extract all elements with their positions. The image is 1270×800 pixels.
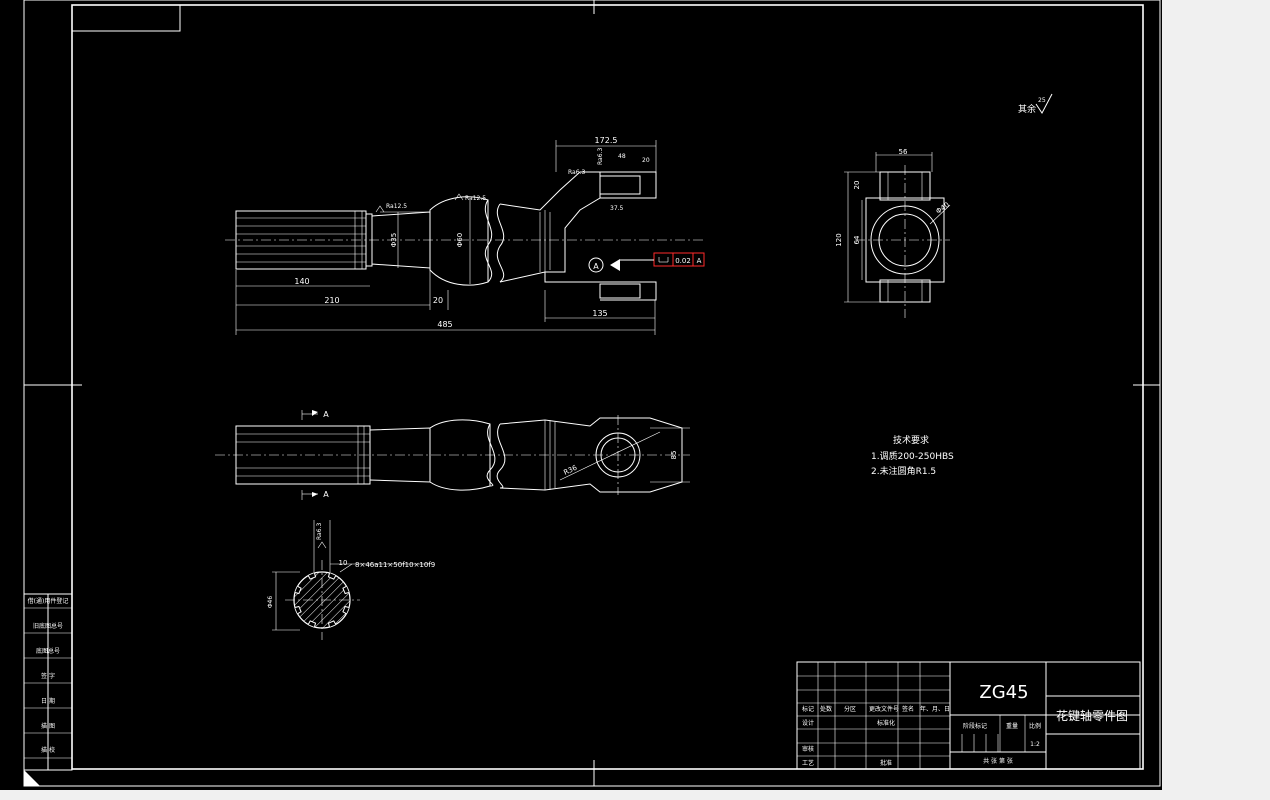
- spline-notch: [294, 605, 302, 615]
- roughness-1: Ra12.5: [386, 203, 407, 210]
- roughness-4: Ra6.3: [597, 148, 604, 165]
- dim-shoulder: 20: [433, 296, 443, 305]
- title-block: ZG45 花键轴零件图 标记 处数 分区 更改文件号 签名 年、月、日 设计 标…: [796, 661, 1141, 770]
- tb-change: 更改文件号: [869, 705, 899, 713]
- tb-date: 年、月、日: [920, 705, 950, 713]
- side-block-label-2: 底图总号: [36, 647, 60, 655]
- side-block-label-3: 签 字: [41, 672, 55, 680]
- tolerance-datum: A: [697, 257, 702, 265]
- code-box: [71, 4, 181, 32]
- spline-notch: [307, 572, 317, 580]
- material: ZG45: [979, 682, 1028, 703]
- dim-small-3: 37.5: [610, 205, 624, 212]
- dim-neck-dia: Φ60: [456, 233, 464, 247]
- tb-stage: 阶段标记: [963, 722, 987, 730]
- section-dim-dia: Φ46: [267, 596, 274, 609]
- section-dim-width: 10: [339, 559, 348, 567]
- roughness-note: 其余 25: [1018, 93, 1053, 115]
- tech-item-2: 2.未注圆角R1.5: [871, 465, 936, 477]
- section-label-top: A: [323, 410, 329, 419]
- section-view: Φ46 10 Ra6.3 8×46a11×50f10×10f9: [267, 520, 435, 640]
- tech-item-1: 1.调质200-250HBS: [871, 450, 954, 462]
- tb-weight: 重量: [1006, 722, 1018, 730]
- roughness-other: 其余: [1018, 103, 1036, 115]
- tb-scale: 1:2: [1030, 741, 1040, 748]
- roughness-other-value: 25: [1038, 97, 1046, 104]
- roughness-2: Ra12.5: [465, 195, 486, 202]
- tech-requirements: 技术要求 1.调质200-250HBS 2.未注圆角R1.5: [871, 434, 954, 477]
- side-block-label-1: 旧底图总号: [33, 622, 63, 630]
- side-view: 56 120 64 20 Φ40: [835, 148, 951, 318]
- centering-marks: [24, 0, 1160, 786]
- drawing-background: [0, 0, 1162, 790]
- side-dim-64: 64: [853, 235, 861, 244]
- spline-notch: [327, 620, 337, 628]
- front-dim-width: 85: [670, 451, 678, 460]
- tb-process: 工艺: [802, 759, 814, 767]
- side-dim-height: 120: [835, 233, 843, 246]
- main-view: A 0.02 A: [225, 136, 705, 335]
- dim-spline-length: 140: [294, 277, 309, 286]
- inner-border: [71, 4, 1144, 770]
- spline-notch: [294, 585, 302, 595]
- spline-notch: [327, 572, 337, 580]
- tb-review: 审核: [802, 745, 814, 753]
- section-roughness: Ra6.3: [316, 523, 323, 540]
- tb-count: 处数: [820, 705, 832, 713]
- tb-approve: 批准: [880, 759, 892, 767]
- tolerance-frame: 0.02 A: [620, 252, 705, 267]
- spline-notch: [342, 585, 350, 595]
- spline-notch: [342, 605, 350, 615]
- tb-zone: 分区: [844, 705, 856, 713]
- spline-notch: [307, 620, 317, 628]
- side-block-label-0: 借(通)用件登记: [28, 597, 69, 605]
- section-label-bottom: A: [323, 490, 329, 499]
- side-block: 借(通)用件登记 旧底图总号 底图总号 签 字 日 期 描 图 描 校: [23, 593, 73, 771]
- tb-ratio: 比例: [1029, 722, 1041, 730]
- dim-shaft-dia: Φ35: [390, 233, 398, 247]
- tb-design: 设计: [802, 719, 814, 727]
- tb-sheets: 共 张 第 张: [983, 757, 1013, 765]
- part-name: 花键轴零件图: [1056, 708, 1128, 723]
- dim-total-length: 485: [437, 320, 452, 329]
- roughness-3: Ra6.3: [568, 169, 585, 176]
- tolerance-value: 0.02: [675, 257, 691, 265]
- side-dim-width: 56: [899, 148, 908, 156]
- tech-title: 技术要求: [893, 434, 929, 446]
- dim-yoke-length: 135: [592, 309, 607, 318]
- tb-sign: 签名: [902, 705, 914, 713]
- outer-frame: [23, 0, 1161, 787]
- dim-yoke-top: 172.5: [595, 136, 618, 145]
- dim-small-2: 20: [642, 157, 650, 164]
- corner-triangle: [24, 770, 40, 786]
- side-block-label-6: 描 校: [41, 746, 55, 754]
- dim-small-1: 48: [618, 153, 626, 160]
- side-block-label-5: 描 图: [41, 722, 55, 730]
- datum-letter: A: [593, 262, 599, 271]
- side-dim-20: 20: [853, 181, 861, 190]
- tb-mark: 标记: [802, 705, 814, 713]
- dim-shaft-length: 210: [324, 296, 339, 305]
- tb-standard: 标准化: [877, 719, 895, 727]
- spline-spec: 8×46a11×50f10×10f9: [355, 561, 435, 569]
- front-view: R36 85 A A: [215, 410, 690, 500]
- side-block-label-4: 日 期: [41, 697, 55, 705]
